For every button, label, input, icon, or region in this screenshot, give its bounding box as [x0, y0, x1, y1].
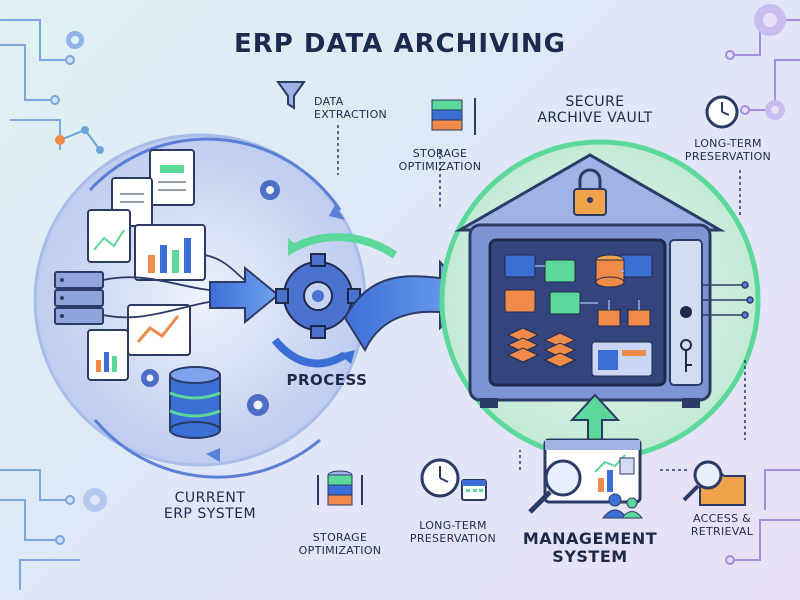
process-label: PROCESS [286, 371, 368, 389]
database-icon [317, 470, 363, 506]
data-extraction-label: DATA EXTRACTION [314, 95, 388, 121]
calendar-icon [461, 479, 487, 501]
stack-icon [431, 98, 476, 135]
long-term-preservation-bottom-label: LONG-TERM PRESERVATION [409, 519, 497, 545]
database-icon [595, 254, 625, 288]
server-icon [54, 271, 104, 325]
circuit-decoration-left [0, 19, 80, 590]
chart-icon [127, 224, 206, 356]
network-node-decoration [55, 126, 104, 154]
long-term-preservation-top-label: LONG-TERM PRESERVATION [684, 137, 772, 163]
current-erp-system-label: CURRENT ERP SYSTEM [163, 490, 257, 523]
management-system-label: MANAGEMENT SYSTEM [522, 529, 658, 567]
gear-icon [141, 180, 280, 416]
process-gear-icon [275, 253, 361, 339]
cycle-arrow-top [287, 233, 398, 259]
folder-icon [504, 254, 653, 327]
gear-icon [66, 4, 786, 512]
storage-optimization-top-label: STORAGE OPTIMIZATION [398, 147, 482, 173]
funnel-icon [276, 81, 306, 110]
flow-arrow-left [209, 265, 280, 325]
clock-icon [420, 458, 460, 498]
document-icon [87, 149, 195, 381]
cycle-arrow-bottom [271, 337, 348, 368]
magnifier-icon [528, 459, 582, 514]
secure-archive-vault-label: SECURE ARCHIVE VAULT [537, 94, 653, 127]
database-icon [169, 366, 221, 439]
storage-optimization-bottom-label: STORAGE OPTIMIZATION [298, 531, 382, 557]
key-icon [680, 306, 692, 372]
magnifier-icon [682, 460, 723, 502]
stack-icon [506, 327, 577, 368]
lock-icon [573, 168, 607, 216]
clock-icon [705, 95, 739, 129]
access-retrieval-label: ACCESS & RETRIEVAL [690, 512, 754, 538]
page-title: ERP DATA ARCHIVING [233, 29, 567, 59]
users-icon [601, 493, 644, 519]
upward-arrow [569, 393, 621, 441]
